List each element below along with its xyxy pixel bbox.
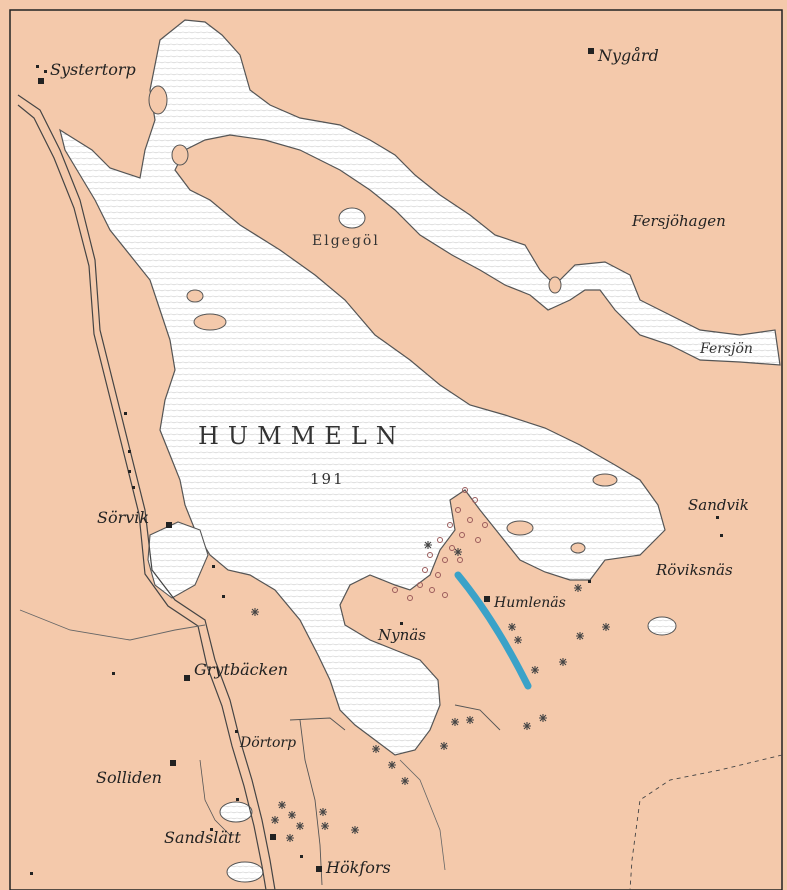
place-marker-sorvik [166, 522, 172, 528]
place-label-systertorp: Systertorp [50, 60, 136, 79]
road-solliden [199, 759, 231, 836]
place-marker-sandslatt [270, 834, 276, 840]
lake-hummeln-shape [59, 19, 781, 756]
place-label-fersjohagen: Fersjöhagen [632, 212, 726, 230]
small-lake-sandslatt [219, 801, 253, 823]
lake-sorvik-bay-shape [147, 521, 209, 599]
place-label-sorvik: Sörvik [97, 508, 150, 527]
mine-symbols [251, 541, 610, 842]
place-label-hokfors: Hökfors [326, 858, 391, 877]
place-label-humlenas: Humlenäs [494, 595, 566, 611]
stream [399, 759, 446, 871]
lake-label-hummeln: HUMMELN [198, 422, 406, 450]
place-label-dortorp: Dörtorp [240, 735, 297, 751]
place-marker-nygard [588, 48, 594, 54]
island-5 [506, 520, 534, 536]
lake-label-elgegol: Elgegöl [312, 233, 380, 249]
house-dots [30, 65, 723, 875]
island-1 [193, 313, 227, 331]
place-label-roviksnas: Röviksnäs [656, 561, 733, 579]
ore-band [454, 571, 532, 690]
small-lake-east [647, 616, 677, 636]
small-lake-south [226, 861, 264, 883]
place-marker-grytbacken [184, 675, 190, 681]
road-south-2 [299, 719, 323, 886]
place-label-nynas: Nynäs [378, 626, 426, 644]
place-marker-solliden [170, 760, 176, 766]
place-label-grytbacken: Grytbäcken [194, 660, 289, 679]
lake-elevation-label: 191 [310, 470, 345, 488]
ring-symbols [392, 487, 488, 601]
island-4 [171, 144, 189, 166]
railway-line-2 [17, 104, 267, 890]
map-frame [9, 9, 783, 890]
lake-elgegol-shape [338, 207, 366, 229]
place-label-solliden: Solliden [96, 768, 162, 787]
island-6 [592, 473, 618, 487]
railway-line-1 [17, 94, 276, 890]
place-marker-systertorp [38, 78, 44, 84]
boundary-dashed [629, 754, 783, 890]
island-7 [570, 542, 586, 554]
road-west [19, 609, 206, 641]
place-marker-humlenas [484, 596, 490, 602]
island-2 [186, 289, 204, 303]
island-3 [148, 85, 168, 115]
place-label-sandvik: Sandvik [688, 496, 749, 514]
place-label-nygard: Nygård [598, 46, 659, 65]
road-south-1 [289, 717, 346, 731]
road-east-stream [454, 704, 501, 731]
place-label-sandslatt: Sandslätt [164, 828, 241, 847]
island-8 [548, 276, 562, 294]
place-marker-hokfors [316, 866, 322, 872]
lake-label-fersjon: Fersjön [700, 341, 753, 357]
